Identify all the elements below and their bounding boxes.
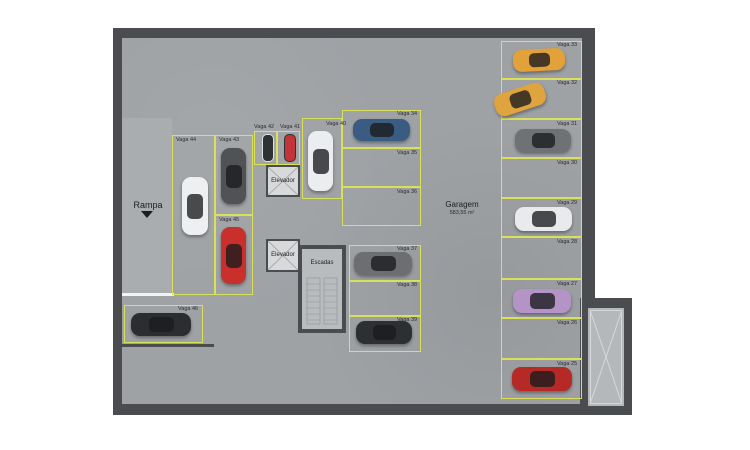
parking-slot-34[interactable] — [342, 110, 421, 148]
ramp-label: Rampa — [133, 200, 163, 210]
slot-label: Vaga 40 — [326, 121, 347, 127]
parking-slot-44[interactable] — [172, 135, 215, 295]
elevator-label: Elevador — [271, 252, 295, 258]
slot-label: Vaga 26 — [557, 320, 578, 326]
garage-area: 583,55 m² — [449, 210, 475, 216]
slot-label: Vaga 41 — [280, 124, 301, 130]
car-icon — [512, 367, 572, 391]
car-icon — [353, 119, 410, 141]
elevator-cross-icon — [268, 167, 298, 195]
parking-slot-40[interactable] — [302, 118, 342, 199]
parking-slot-27[interactable] — [501, 279, 582, 318]
wall-segment — [212, 344, 214, 347]
elevator-label: Elevador — [271, 178, 295, 184]
parking-slot-46[interactable] — [124, 305, 203, 343]
wall-segment — [122, 344, 212, 347]
slot-label: Vaga 34 — [397, 111, 418, 117]
parking-slot-36[interactable] — [342, 187, 421, 226]
slot-label: Vaga 31 — [557, 121, 578, 127]
parking-slot-35[interactable] — [342, 148, 421, 187]
slot-label: Vaga 43 — [219, 137, 240, 143]
motorcycle-icon — [284, 134, 296, 162]
parking-slot-30[interactable] — [501, 158, 582, 198]
slot-label: Vaga 38 — [397, 282, 418, 288]
ramp-ledge — [122, 293, 174, 296]
parking-slot-38[interactable] — [349, 281, 421, 316]
parking-slot-28[interactable] — [501, 237, 582, 279]
car-icon — [515, 207, 572, 231]
car-icon — [356, 321, 412, 344]
slot-label: Vaga 32 — [557, 80, 578, 86]
car-icon — [308, 131, 333, 191]
stairwell-floor — [302, 249, 342, 329]
slot-label: Vaga 28 — [557, 239, 578, 245]
garage-title: Garagem — [445, 200, 479, 209]
slot-label: Vaga 42 — [254, 124, 275, 130]
slot-label: Vaga 37 — [397, 246, 418, 252]
slot-label: Vaga 30 — [557, 160, 578, 166]
parking-slot-33[interactable] — [501, 41, 582, 79]
slot-label: Vaga 46 — [178, 306, 199, 312]
car-icon — [221, 227, 246, 284]
annex-outline — [590, 310, 622, 404]
slot-label: Vaga 35 — [397, 150, 418, 156]
car-icon — [182, 177, 208, 235]
slot-label: Vaga 27 — [557, 281, 578, 287]
motorcycle-icon — [262, 134, 274, 162]
parking-slot-37[interactable] — [349, 245, 421, 281]
car-icon — [512, 47, 566, 73]
parking-slot-41[interactable] — [277, 131, 300, 165]
slot-label: Vaga 36 — [397, 189, 418, 195]
car-icon — [354, 252, 412, 275]
annex-cross-icon — [590, 310, 622, 404]
parking-slot-31[interactable] — [501, 119, 582, 158]
parking-slot-25[interactable] — [501, 359, 582, 399]
stair-steps-icon — [306, 277, 338, 325]
slot-label: Vaga 33 — [557, 42, 578, 48]
slot-label: Vaga 39 — [397, 317, 418, 323]
slot-label: Vaga 44 — [176, 137, 197, 143]
car-icon — [515, 129, 571, 152]
car-icon — [221, 148, 246, 204]
parking-slot-29[interactable] — [501, 198, 582, 237]
parking-slot-43[interactable] — [215, 135, 253, 215]
parking-slot-39[interactable] — [349, 316, 421, 352]
car-icon — [131, 313, 191, 336]
stairs-label: Escadas — [310, 260, 334, 266]
car-icon — [513, 289, 571, 313]
parking-slot-45[interactable] — [215, 215, 253, 295]
ramp-area — [122, 118, 172, 294]
elevator-cross-icon — [268, 241, 298, 270]
parking-slot-42[interactable] — [254, 131, 277, 165]
arrow-down-icon — [141, 211, 153, 218]
slot-label: Vaga 25 — [557, 361, 578, 367]
slot-label: Vaga 29 — [557, 200, 578, 206]
parking-slot-26[interactable] — [501, 318, 582, 359]
slot-label: Vaga 45 — [219, 217, 240, 223]
